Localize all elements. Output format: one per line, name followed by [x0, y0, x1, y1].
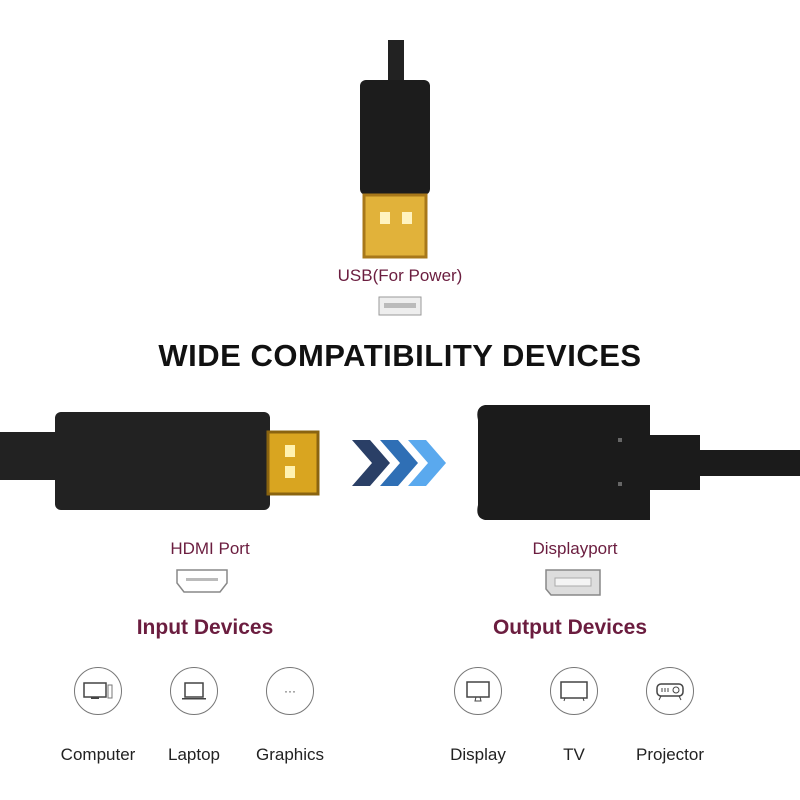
device-label: Computer: [60, 745, 136, 764]
monitor-icon: [454, 667, 502, 715]
displayport-label: Displayport: [532, 539, 618, 558]
device-projector: Projector: [620, 667, 720, 765]
projector-icon: [646, 667, 694, 715]
hdmi-plug-image: [0, 412, 320, 510]
device-tv: TV: [524, 667, 624, 765]
device-label: Projector: [635, 745, 705, 764]
usb-port-icon: [378, 296, 422, 316]
displayport-plug-image: [477, 405, 800, 520]
hdmi-port-icon: [176, 569, 228, 593]
direction-arrows-icon: [352, 440, 446, 486]
device-display: Display: [428, 667, 528, 765]
input-devices-heading: Input Devices: [136, 616, 274, 639]
device-label: Laptop: [168, 745, 220, 764]
device-label: Graphics: [255, 745, 325, 764]
device-label: TV: [563, 745, 585, 764]
laptop-icon: [170, 667, 218, 715]
more-icon: ···: [266, 667, 314, 715]
computer-icon: [74, 667, 122, 715]
device-laptop: Laptop: [144, 667, 244, 765]
device-label: Display: [450, 745, 506, 764]
device-graphics: ··· Graphics: [240, 667, 340, 765]
tv-icon: [550, 667, 598, 715]
usb-plug-image: [360, 40, 430, 259]
usb-label: USB(For Power): [337, 266, 463, 285]
page-title: WIDE COMPATIBILITY DEVICES: [158, 338, 642, 373]
hdmi-port-label: HDMI Port: [170, 539, 250, 558]
displayport-port-icon: [545, 569, 601, 596]
output-devices-heading: Output Devices: [492, 616, 648, 639]
device-computer: Computer: [48, 667, 148, 765]
